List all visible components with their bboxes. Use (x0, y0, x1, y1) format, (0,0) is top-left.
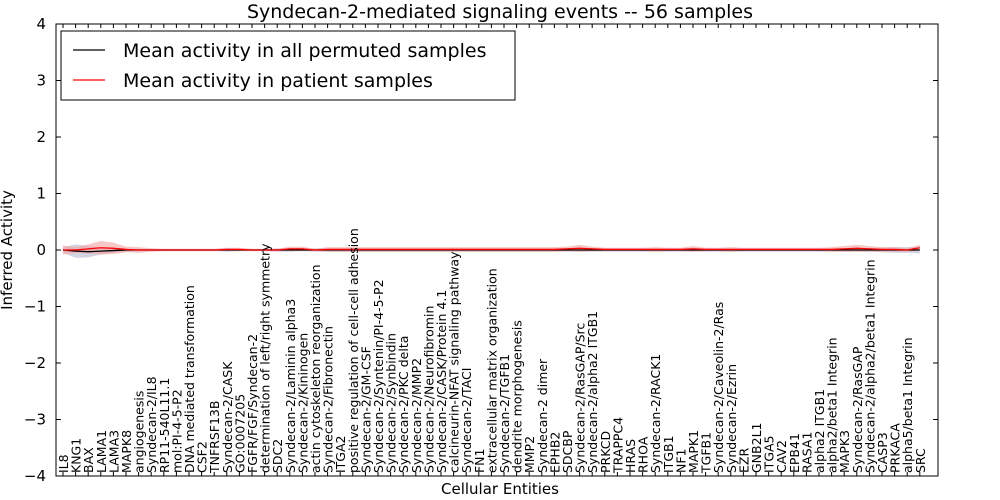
x-tick-label: extracellular matrix organization (484, 268, 499, 473)
y-tick-label: −3 (24, 411, 46, 429)
x-tick-label: Syndecan-2/RACK1 (648, 354, 663, 473)
x-tick-label: Syndecan-2/TGFB1 (497, 354, 512, 473)
x-tick-label: Syndecan-2/TACI (459, 368, 474, 473)
series-lines (62, 247, 920, 253)
y-tick-label: 3 (36, 72, 46, 90)
x-tick-label: Syndecan-2/RasGAP (850, 346, 865, 473)
x-tick-label: EPB41 (787, 433, 802, 473)
x-tick-label: HRAS (623, 439, 638, 473)
x-tick-label: GO:0007205 (232, 394, 247, 473)
x-tick-label: RASA1 (799, 432, 814, 473)
y-tick-label: 1 (36, 185, 46, 203)
x-tick-label: actin cytoskeleton reorganization (308, 264, 323, 473)
x-tick-label: angiogenesis (132, 391, 147, 473)
x-tick-label: BAX (81, 447, 96, 473)
y-axis: −4 −3 −2 −1 0 1 2 3 4 (24, 15, 938, 485)
y-tick-label: −4 (24, 467, 46, 485)
x-tick-label: DNA mediated transformation (182, 285, 197, 473)
x-tick-label: Syndecan-2/RasGAP/Src (573, 323, 588, 473)
x-tick-label: Syndecan-2 dimer (535, 358, 550, 473)
x-tick-label: positive regulation of cell-cell adhesio… (346, 228, 361, 473)
x-tick-label: Syndecan-2/PKC delta (396, 336, 411, 473)
x-tick-label: CASP3 (875, 432, 890, 473)
x-tick-label: MAPK3 (837, 430, 852, 473)
y-tick-label: −1 (24, 298, 46, 316)
x-tick-label: Syndecan-2/Kininogen (295, 333, 310, 473)
x-tick-label: Syndecan-2/Neurofibromin (421, 306, 436, 473)
x-tick-label: determination of left/right symmetry (258, 243, 273, 473)
x-tick-label: Syndecan-2/Synbindin (384, 333, 399, 473)
x-tick-label: Syndecan-2/Laminin alpha3 (283, 299, 298, 473)
y-axis-label: Inferred Activity (0, 190, 16, 310)
x-tick-label: Syndecan-2/alpha2 ITGB1 (585, 311, 600, 473)
y-tick-label: 4 (36, 15, 46, 33)
x-tick-label: Syndecan-2/Caveolin-2/Ras (711, 302, 726, 473)
x-tick-label: ITGB1 (661, 435, 676, 473)
x-tick-label: SDCBP (560, 430, 575, 473)
x-tick-label: EPHB2 (547, 432, 562, 473)
x-tick-label: alpha2 ITGB1 (812, 389, 827, 473)
x-tick-label: alpha5/beta1 Integrin (900, 337, 915, 473)
chart-title: Syndecan-2-mediated signaling events -- … (247, 1, 753, 23)
x-tick-label: FGFR/FGF/Syndecan-2 (245, 334, 260, 473)
legend: Mean activity in all permuted samples Me… (60, 30, 516, 101)
x-tick-label: alpha2/beta1 Integrin (825, 337, 840, 473)
y-tick-label: −2 (24, 354, 46, 372)
x-tick-label: Syndecan-2/IL8 (144, 376, 159, 473)
legend-label-patient: Mean activity in patient samples (123, 70, 433, 92)
x-tick-label: LAMA3 (106, 430, 121, 473)
x-tick-label: ITGA2 (333, 435, 348, 473)
x-tick-label: Syndecan-2/Syntenin/PI-4-5-P2 (371, 279, 386, 473)
variance-bands (63, 240, 920, 258)
x-tick-label: SRC (913, 448, 928, 473)
x-axis-label: Cellular Entities (441, 480, 559, 498)
x-tick-label: GNB2L1 (749, 423, 764, 473)
x-tick-label: TRAPPC4 (610, 417, 625, 474)
x-tick-label: KNG1 (69, 438, 84, 473)
x-tick-label: CAV2 (774, 440, 789, 473)
x-tick-label: Syndecan-2/Fibronectin (321, 326, 336, 473)
y-tick-label: 0 (36, 241, 46, 259)
x-tick-label: mol:PI-4-5-P2 (169, 389, 184, 473)
x-tick-label: CSF2 (195, 441, 210, 473)
legend-box (60, 30, 516, 101)
x-tick-label: IL8 (56, 454, 71, 473)
x-tick-label: RP11-540L11.1 (157, 378, 172, 473)
x-tick-label: Syndecan-2/Ezrin (724, 364, 739, 473)
x-tick-label: LAMA1 (94, 430, 109, 473)
x-tick-label: MAPK8 (119, 430, 134, 473)
x-tick-label: NF1 (673, 449, 688, 474)
x-tick-label: Syndecan-2/MMP2 (409, 358, 424, 473)
x-tick-label: TNFRSF13B (207, 401, 222, 474)
y-tick-label: 2 (36, 128, 46, 146)
legend-label-permuted: Mean activity in all permuted samples (123, 40, 486, 62)
x-tick-label: SDC2 (270, 439, 285, 473)
x-tick-label: TGFB1 (699, 432, 714, 474)
band-series-1 (63, 240, 920, 255)
x-tick-label: MMP2 (522, 436, 537, 473)
x-tick-label: Syndecan-2/CASK/Protein 4.1 (434, 290, 449, 473)
x-tick-label: EZR (736, 448, 751, 473)
x-tick-label: Syndecan-2/GM-CSF (358, 346, 373, 473)
line-series-1 (63, 247, 920, 251)
x-tick-label: PRKACA (888, 423, 903, 473)
x-tick-label: FN1 (472, 449, 487, 474)
x-tick-label: RHOA (636, 436, 651, 473)
x-tick-label: MAPK1 (686, 430, 701, 473)
x-tick-label: ITGA5 (762, 435, 777, 473)
x-tick-label: Syndecan-2/CASK (220, 361, 235, 473)
x-tick-label: dendrite morphogenesis (510, 320, 525, 473)
x-tick-label: Syndecan-2/alpha2/beta1 Integrin (862, 259, 877, 473)
x-tick-label: PRKCD (598, 431, 613, 473)
x-tick-label: calcineurin-NFAT signaling pathway (447, 251, 462, 473)
x-axis: IL8KNG1BAXLAMA1LAMA3MAPK8angiogenesisSyn… (56, 24, 928, 476)
